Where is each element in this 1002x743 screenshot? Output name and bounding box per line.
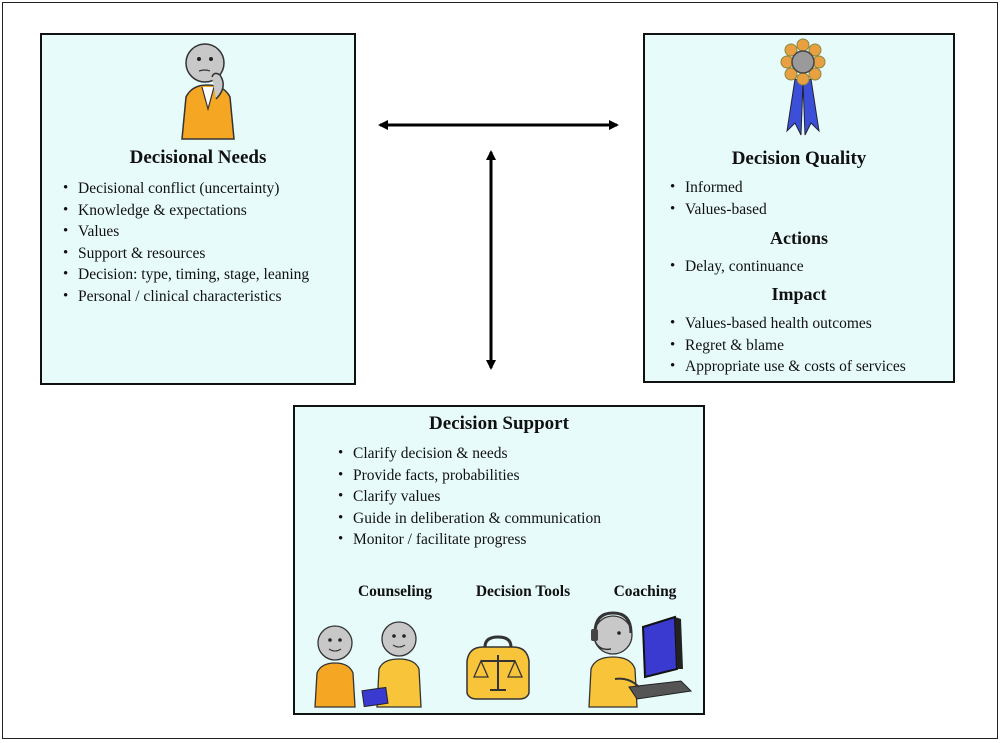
decisional-needs-list: Decisional conflict (uncertainty) Knowle… <box>60 178 309 307</box>
list-item: Decision: type, timing, stage, leaning <box>60 264 309 286</box>
actions-heading: Actions <box>770 228 828 248</box>
list-item: Delay, continuance <box>667 256 804 278</box>
list-item: Values-based <box>667 199 767 221</box>
list-item: Values <box>60 221 309 243</box>
award-ribbon-icon <box>780 38 826 136</box>
list-item: Provide facts, probabilities <box>335 465 601 487</box>
list-item: Clarify decision & needs <box>335 443 601 465</box>
list-item: Informed <box>667 177 767 199</box>
list-item: Knowledge & expectations <box>60 200 309 222</box>
list-item: Appropriate use & costs of services <box>667 356 906 378</box>
decision-support-title: Decision Support <box>429 413 569 434</box>
coach-computer-icon <box>588 611 693 708</box>
decision-quality-list: Informed Values-based <box>667 177 767 220</box>
impact-list: Values-based health outcomes Regret & bl… <box>667 313 906 378</box>
actions-list: Delay, continuance <box>667 256 804 278</box>
coaching-label: Coaching <box>613 583 677 600</box>
list-item: Monitor / facilitate progress <box>335 529 601 551</box>
counseling-label: Counseling <box>357 583 433 600</box>
decision-quality-box: Decision Quality Informed Values-based A… <box>643 33 955 383</box>
decision-support-box: Decision Support Clarify decision & need… <box>293 405 705 715</box>
list-item: Decisional conflict (uncertainty) <box>60 178 309 200</box>
decision-quality-title: Decision Quality <box>731 148 867 169</box>
list-item: Regret & blame <box>667 335 906 357</box>
list-item: Guide in deliberation & communication <box>335 508 601 530</box>
thinking-person-icon <box>181 43 235 140</box>
decisional-needs-box: Decisional Needs Decisional conflict (un… <box>40 33 356 385</box>
list-item: Values-based health outcomes <box>667 313 906 335</box>
counseling-people-icon <box>314 621 422 708</box>
decision-tools-label: Decision Tools <box>475 583 571 600</box>
list-item: Support & resources <box>60 243 309 265</box>
impact-heading: Impact <box>771 284 827 304</box>
decision-support-list: Clarify decision & needs Provide facts, … <box>335 443 601 551</box>
scales-bag-icon <box>466 635 530 700</box>
list-item: Personal / clinical characteristics <box>60 286 309 308</box>
decisional-needs-title: Decisional Needs <box>129 147 267 168</box>
list-item: Clarify values <box>335 486 601 508</box>
